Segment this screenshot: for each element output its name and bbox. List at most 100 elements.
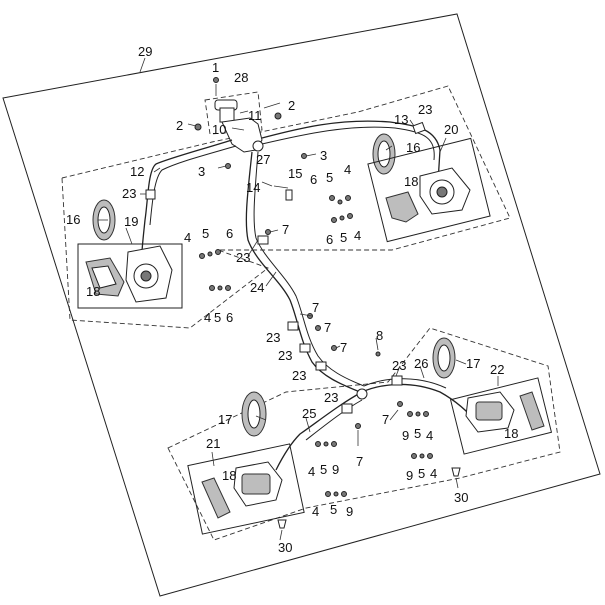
label-13: 13 (394, 112, 408, 127)
label-5e: 5 (414, 426, 421, 441)
clip-23f (315, 361, 327, 371)
banjo-fitting (252, 140, 264, 152)
label-7c: 7 (324, 320, 331, 335)
label-23d: 23 (266, 330, 280, 345)
label-6b: 6 (326, 232, 333, 247)
label-18a: 18 (404, 174, 418, 189)
clip-23e (299, 343, 311, 353)
label-12: 12 (130, 164, 144, 179)
label-9b: 9 (332, 462, 339, 477)
label-4h: 4 (312, 504, 319, 519)
label-2a: 2 (176, 118, 183, 133)
caliper-box-19 (77, 243, 183, 309)
caliper-box-22 (449, 377, 553, 455)
label-14: 14 (246, 180, 260, 195)
label-8: 8 (376, 328, 383, 343)
label-30a: 30 (454, 490, 468, 505)
label-5a: 5 (326, 170, 333, 185)
label-18c: 18 (504, 426, 518, 441)
hose-26 (361, 383, 479, 425)
label-17b: 17 (218, 412, 232, 427)
label-23b: 23 (122, 186, 136, 201)
label-5g: 5 (418, 466, 425, 481)
label-23c: 23 (236, 250, 250, 265)
label-15: 15 (288, 166, 302, 181)
caliper-box-21 (187, 443, 305, 535)
label-19: 19 (124, 214, 138, 229)
master-cylinder-boundary (204, 91, 263, 135)
label-7e: 7 (382, 412, 389, 427)
label-25: 25 (302, 406, 316, 421)
assembly-frame (2, 13, 601, 597)
label-7b: 7 (312, 300, 319, 315)
clip-23d (287, 321, 299, 331)
caliper-box-20 (367, 137, 491, 243)
rear-right-brake (432, 337, 553, 455)
leader-29 (139, 57, 146, 73)
clip-23c (257, 235, 269, 245)
label-18d: 18 (222, 468, 236, 483)
label-4e: 4 (426, 428, 433, 443)
rear-left-brake (187, 391, 305, 535)
label-24: 24 (250, 280, 264, 295)
label-9d: 9 (346, 504, 353, 519)
pads-18c (201, 477, 231, 519)
label-30b: 30 (278, 540, 292, 555)
label-5h: 5 (330, 502, 337, 517)
front-brake-boundary (61, 85, 511, 329)
pads-18d (519, 391, 545, 431)
label-21: 21 (206, 436, 220, 451)
label-23e: 23 (278, 348, 292, 363)
label-5c: 5 (202, 226, 209, 241)
clip-30a (451, 467, 461, 477)
label-27: 27 (256, 152, 270, 167)
label-10: 10 (212, 122, 226, 137)
label-2b: 2 (288, 98, 295, 113)
clip-23h (341, 403, 353, 414)
label-7f: 7 (356, 454, 363, 469)
label-26: 26 (414, 356, 428, 371)
bolt-icon-1 (213, 77, 219, 83)
bolt-icon-2a (194, 123, 202, 131)
clip-30b (277, 519, 287, 529)
label-7d: 7 (340, 340, 347, 355)
label-16b: 16 (66, 212, 80, 227)
label-16a: 16 (406, 140, 420, 155)
label-23f: 23 (292, 368, 306, 383)
clip-23g (391, 375, 403, 386)
sensor-15 (285, 189, 293, 201)
leader-lines (98, 119, 499, 541)
master-cylinder-group (187, 77, 282, 153)
label-17a: 17 (466, 356, 480, 371)
label-6d: 6 (226, 310, 233, 325)
label-9a: 9 (402, 428, 409, 443)
pads-18b (385, 191, 419, 223)
label-22: 22 (490, 362, 504, 377)
bolt-icon-2b (274, 112, 282, 120)
label-4d: 4 (204, 310, 211, 325)
label-5d: 5 (214, 310, 221, 325)
label-20: 20 (444, 122, 458, 137)
label-18b: 18 (86, 284, 100, 299)
front-right-brake (367, 133, 491, 243)
rear-brake-boundary (167, 327, 561, 541)
label-28: 28 (234, 70, 248, 85)
label-3a: 3 (320, 148, 327, 163)
label-5b: 5 (340, 230, 347, 245)
label-4c: 4 (184, 230, 191, 245)
label-5f: 5 (320, 462, 327, 477)
label-9c: 9 (406, 468, 413, 483)
clip-23a (412, 121, 426, 135)
label-4b: 4 (354, 228, 361, 243)
callout-labels: 29 1 28 2 2 11 10 27 13 23 20 16 3 3 12 … (66, 44, 518, 555)
label-3b: 3 (198, 164, 205, 179)
label-23h: 23 (324, 390, 338, 405)
front-left-brake (77, 199, 183, 309)
label-1: 1 (212, 60, 219, 75)
hose-13 (261, 120, 441, 183)
label-6a: 6 (310, 172, 317, 187)
label-4a: 4 (344, 162, 351, 177)
label-29: 29 (138, 44, 152, 59)
reservoir (219, 107, 235, 123)
